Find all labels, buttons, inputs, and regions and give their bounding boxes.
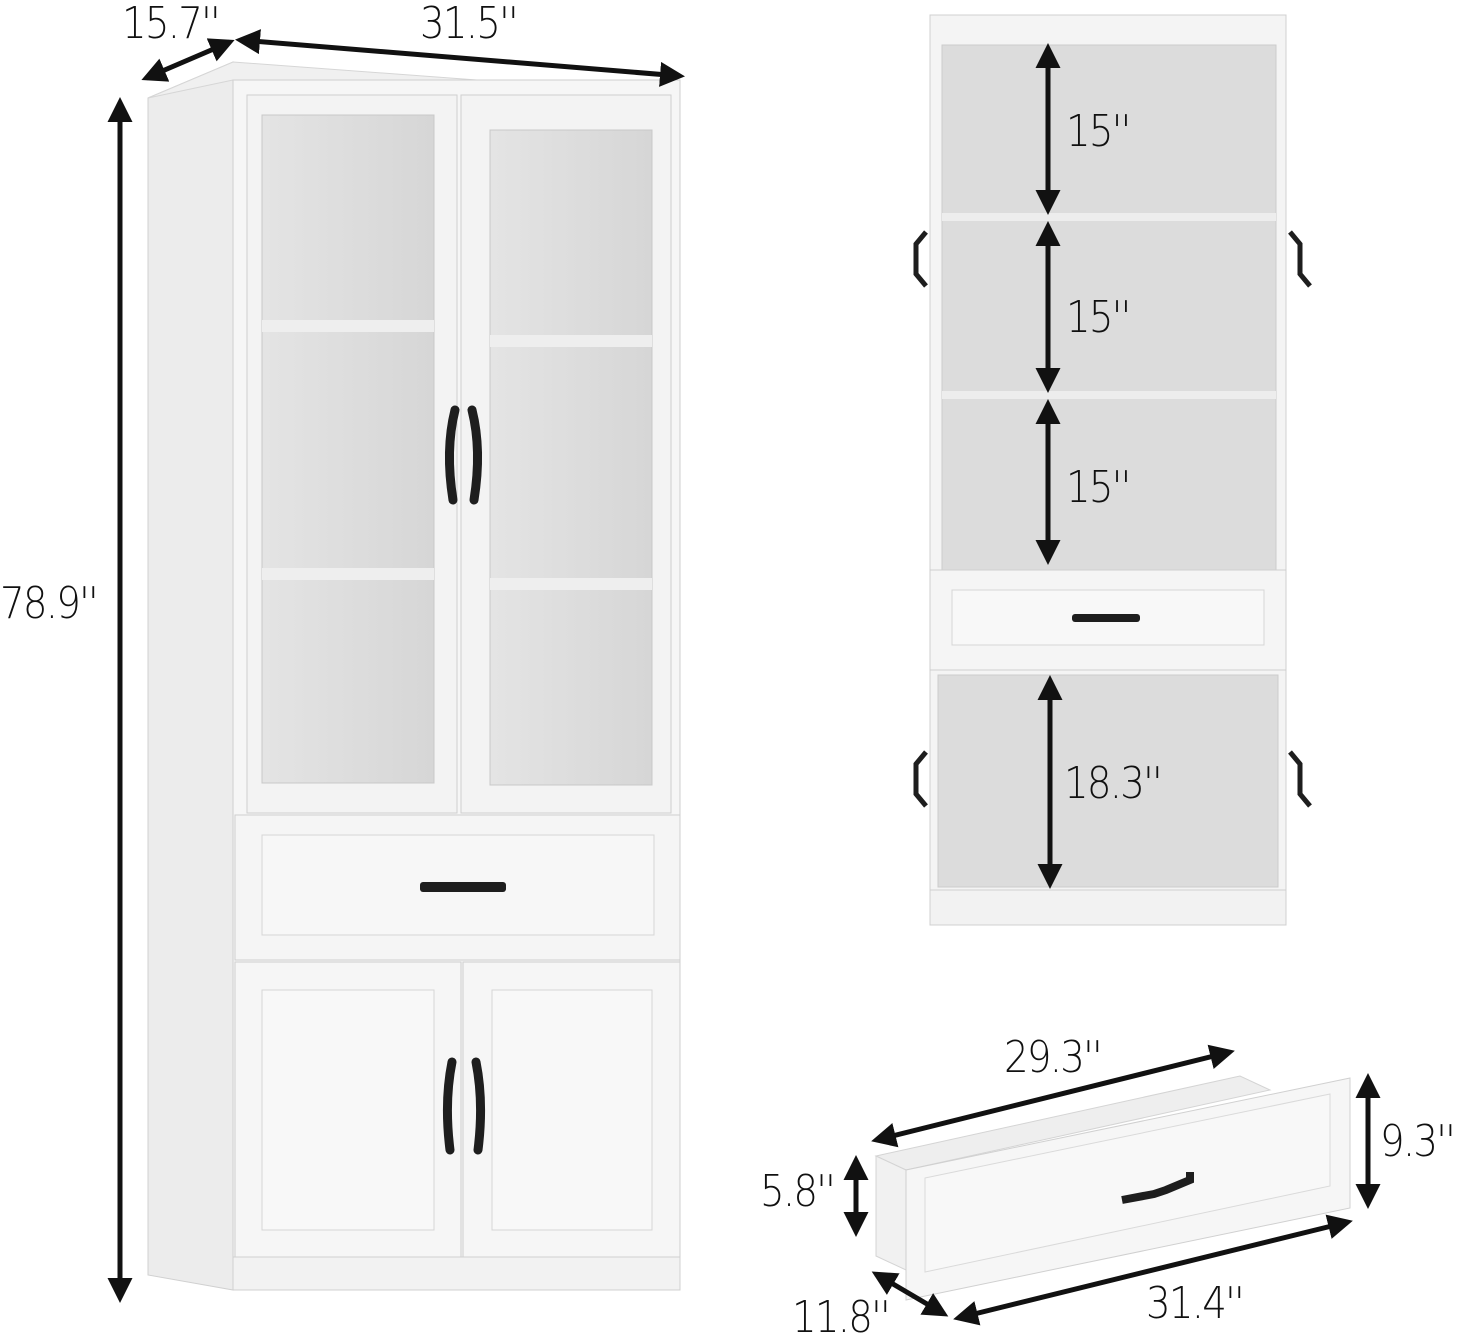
depth-label: 15.7'' [122,0,221,49]
bottom-compartment-label: 18.3'' [1064,758,1163,809]
drawer-depth-arrow [871,1271,949,1317]
inner-length-label: 29.3'' [1004,1032,1103,1083]
depth-arrow [141,38,235,82]
drawer-depth-label: 11.8'' [792,1292,891,1343]
handle-icon [442,1057,457,1155]
handle-icon [913,750,928,808]
side-height-label: 5.8'' [760,1166,836,1217]
width-label: 31.5'' [420,0,519,49]
handle-icon [471,1057,486,1155]
handle-icon [444,405,460,505]
shelf-1-label: 15'' [1066,106,1131,157]
glass-door-left [246,94,458,814]
inner-length-arrow [871,1044,1235,1148]
drawer-handle-icon [1072,614,1140,622]
handle-icon [1288,750,1312,808]
drawer-detail [874,1075,1351,1301]
front-width-arrow [953,1214,1353,1326]
shelf-3-label: 15'' [1066,462,1131,513]
handle-icon [913,230,928,288]
width-arrow [235,29,685,87]
handle-icon [467,405,483,505]
height-label: 78.9'' [0,578,99,629]
drawer-handle-icon [420,882,506,892]
front-width-label: 31.4'' [1146,1278,1245,1329]
main-cabinet [147,61,681,1291]
interior-cabinet [913,14,1312,926]
main-drawer [234,814,681,961]
handle-icon [1288,230,1312,288]
front-height-label: 9.3'' [1380,1116,1456,1167]
glass-door-right [460,94,672,814]
shelf-2-label: 15'' [1066,292,1131,343]
bottom-doors [234,961,681,1258]
drawer-handle-icon [1121,1172,1194,1204]
